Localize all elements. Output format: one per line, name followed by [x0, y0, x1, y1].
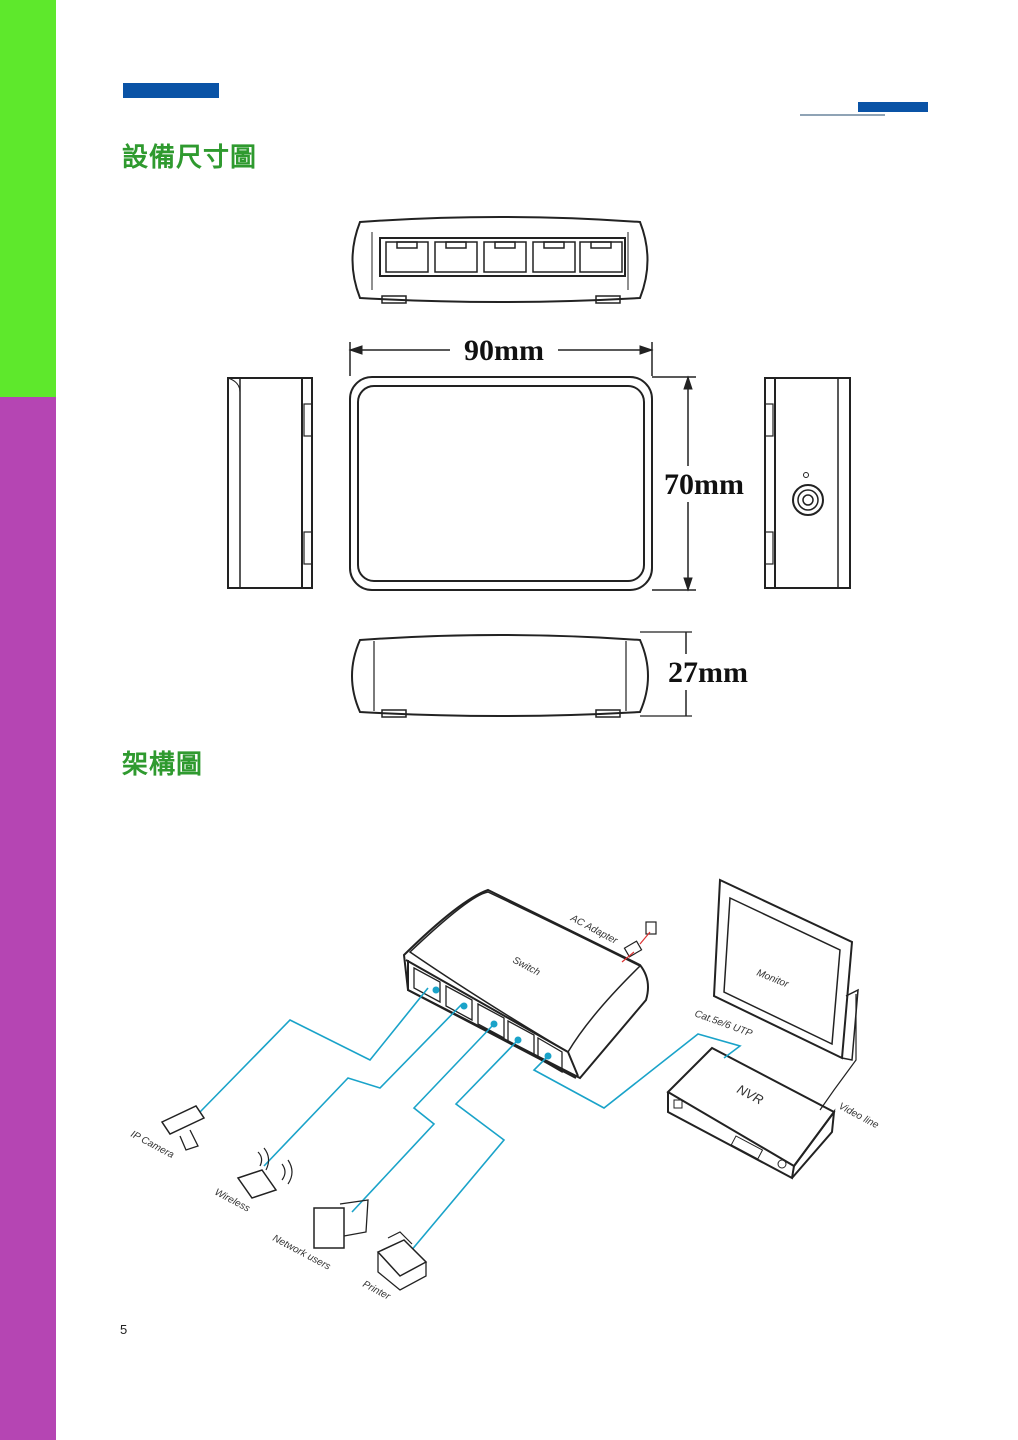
page-number: 5: [120, 1322, 128, 1337]
width-label: 90mm: [464, 334, 544, 367]
header-accent-bar: [123, 83, 219, 98]
wireless-label: Wireless: [213, 1187, 252, 1215]
top-view: [349, 376, 653, 591]
video-line: [819, 994, 857, 1111]
side-band-purple: [0, 397, 56, 1440]
left-side-view: [227, 377, 313, 589]
ac-adapter-icon: [621, 921, 657, 963]
ip-camera-icon: [160, 1105, 206, 1151]
printer-label: Printer: [361, 1279, 393, 1303]
monitor-icon: [712, 878, 859, 1061]
nvr-icon: [666, 1046, 836, 1180]
network-cables: [199, 987, 742, 1253]
architecture-heading: 架構圖: [122, 750, 204, 780]
header-rule: [800, 114, 885, 116]
printer-icon: [376, 1231, 428, 1291]
right-side-view: [764, 377, 851, 589]
ip-camera-label: IP Camera: [129, 1129, 176, 1161]
switch-device: [402, 888, 649, 1080]
front-view: [351, 216, 649, 304]
pc-icon: [313, 1199, 369, 1249]
header-accent-bar-right: [858, 102, 928, 112]
depth-label: 70mm: [664, 468, 744, 501]
video-line-label: Video line: [837, 1101, 881, 1131]
side-band-green: [0, 0, 56, 397]
dimensions-heading: 設備尺寸圖: [122, 143, 258, 173]
height-label: 27mm: [668, 656, 748, 689]
side-profile-view: [351, 634, 649, 718]
wireless-router-icon: [236, 1147, 293, 1199]
